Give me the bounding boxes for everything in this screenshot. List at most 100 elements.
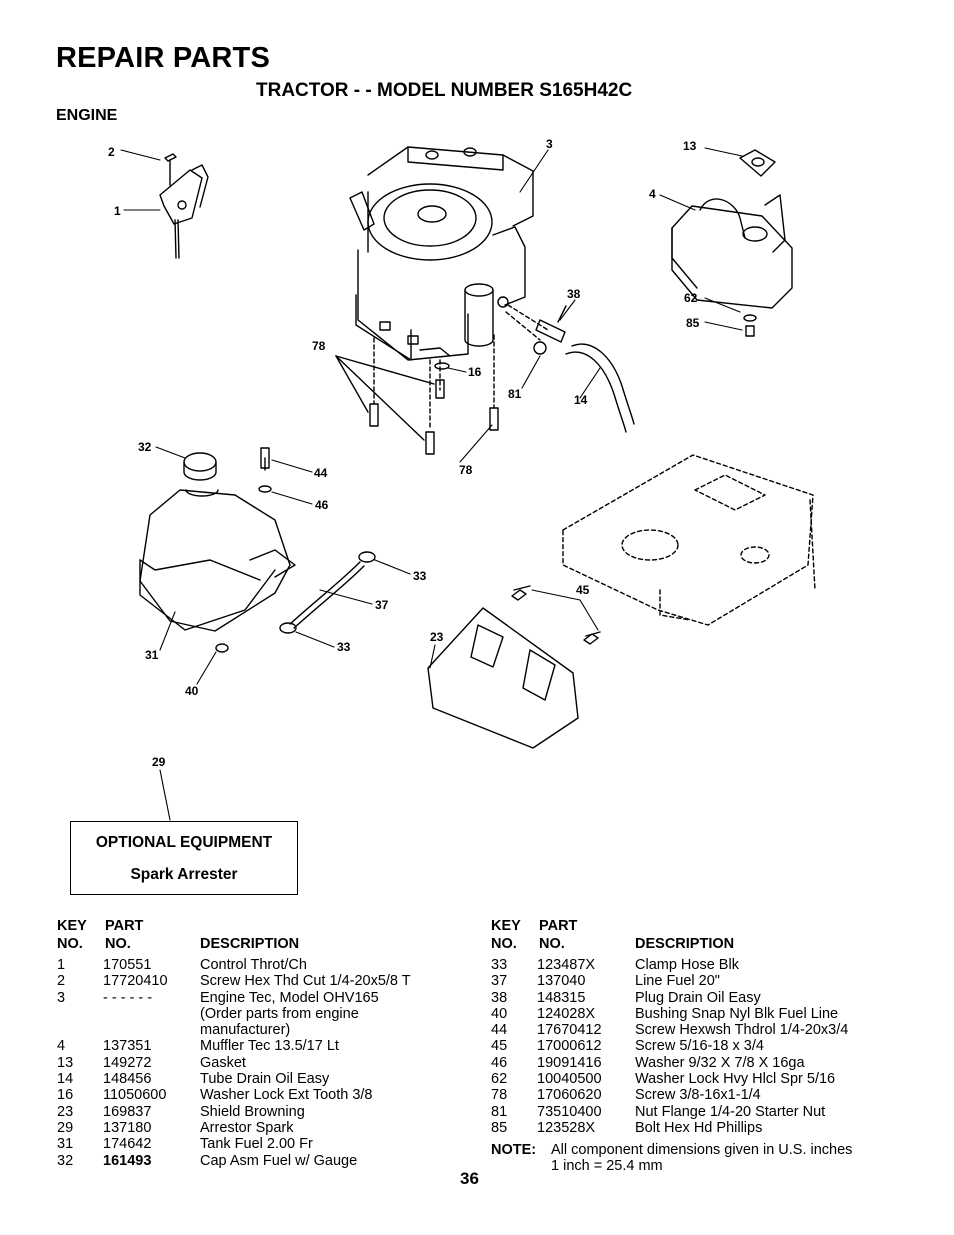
part-key: 45 [491, 1038, 508, 1055]
fuel-tank-drawing [139, 447, 296, 653]
table-row: 4 137351 Muffler Tec 13.5/17 Lt [57, 1038, 457, 1054]
part-number: 124028X [537, 1005, 596, 1022]
table-row: 3- - - - - -Engine Tec, Model OHV165 (Or… [57, 990, 457, 1039]
part-description: Shield Browning [200, 1103, 305, 1120]
part-key: 37 [491, 973, 508, 990]
callout-85: 85 [686, 316, 700, 330]
part-number: 174642 [103, 1136, 152, 1153]
part-description: Plug Drain Oil Easy [635, 989, 761, 1006]
table-row: 37 137040 Line Fuel 20" [491, 973, 911, 989]
oil-drain-drawing [505, 304, 635, 433]
part-description: Washer Lock Ext Tooth 3/8 [200, 1087, 373, 1104]
callout-38: 38 [567, 287, 581, 301]
part-number: 11050600 [103, 1087, 167, 1104]
callout-78-top: 78 [312, 339, 326, 353]
table-row: 23 169837 Shield Browning [57, 1104, 457, 1120]
part-description: Arrestor Spark [200, 1119, 294, 1136]
part-number: 149272 [103, 1054, 152, 1071]
callout-62: 62 [684, 291, 698, 305]
engine-parts-diagram: 2 1 3 13 4 38 62 85 78 16 81 14 32 44 46… [108, 137, 816, 821]
table-row: 45 17000612 Screw 5/16-18 x 3/4 [491, 1038, 911, 1054]
parts-table-header: KEY NO. PART NO. DESCRIPTION [491, 918, 911, 952]
header-key: KEY [491, 918, 521, 934]
part-description: Line Fuel 20" [635, 973, 720, 990]
part-number: 17060620 [537, 1087, 602, 1104]
part-key: 16 [57, 1087, 74, 1104]
part-description: Screw 3/8-16x1-1/4 [635, 1087, 761, 1104]
part-description: Engine Tec, Model OHV165 (Order parts fr… [200, 989, 379, 1039]
throttle-control-drawing [159, 153, 209, 259]
part-number: 137040 [537, 973, 586, 990]
callout-32: 32 [138, 440, 152, 454]
part-key: 4 [57, 1038, 66, 1055]
header-part: PART [105, 918, 144, 934]
table-row: 78 17060620 Screw 3/8-16x1-1/4 [491, 1087, 911, 1103]
part-key: 62 [491, 1071, 508, 1088]
part-key: 1 [57, 957, 66, 973]
callout-29: 29 [152, 755, 166, 769]
parts-rows: 33 123487X Clamp Hose Blk 37 137040 Line Fuel… [491, 957, 911, 1136]
part-description: Screw 5/16-18 x 3/4 [635, 1038, 764, 1055]
part-key: 14 [57, 1071, 74, 1088]
part-number: 123487X [537, 957, 596, 973]
part-key: 78 [491, 1087, 508, 1104]
part-number: 170551 [103, 957, 152, 973]
part-key: 81 [491, 1103, 508, 1120]
parts-table-header: KEY NO. PART NO. DESCRIPTION [57, 918, 457, 952]
part-number: 169837 [103, 1103, 152, 1120]
part-key: 40 [491, 1005, 508, 1022]
callout-33-bottom: 33 [337, 640, 351, 654]
section-heading: ENGINE [56, 107, 118, 124]
callout-78-bottom: 78 [459, 463, 473, 477]
part-description: Gasket [200, 1054, 246, 1071]
header-key: KEY [57, 918, 87, 934]
engine-mount-bolts-drawing [335, 334, 499, 455]
callout-3: 3 [546, 137, 553, 151]
part-description: Muffler Tec 13.5/17 Lt [200, 1038, 339, 1055]
callout-16: 16 [468, 365, 482, 379]
callout-31: 31 [145, 648, 159, 662]
part-key: 23 [57, 1103, 74, 1120]
callout-2: 2 [108, 145, 115, 159]
callout-37: 37 [375, 598, 389, 612]
part-number: 137351 [103, 1038, 152, 1055]
part-number: 19091416 [537, 1054, 602, 1071]
muffler-drawing [671, 149, 793, 337]
callout-33-top: 33 [413, 569, 427, 583]
part-number: 137180 [103, 1119, 152, 1136]
part-description: Washer Lock Hvy Hlcl Spr 5/16 [635, 1071, 836, 1088]
part-description: Tank Fuel 2.00 Fr [200, 1136, 313, 1153]
fuel-line-drawing [279, 551, 376, 634]
part-description: Washer 9/32 X 7/8 X 16ga [635, 1054, 805, 1071]
part-key: 33 [491, 957, 508, 973]
part-key: 32 [57, 1152, 74, 1169]
part-key: 2 [57, 973, 66, 990]
part-description: Bolt Hex Hd Phillips [635, 1119, 763, 1136]
part-description: Bushing Snap Nyl Blk Fuel Line [635, 1005, 839, 1022]
part-key: 38 [491, 989, 508, 1006]
header-key-no: NO. [491, 936, 517, 952]
part-key: 31 [57, 1136, 74, 1153]
callout-23: 23 [430, 630, 444, 644]
engine-drawing [349, 146, 534, 361]
part-key: 85 [491, 1119, 508, 1136]
part-description: Clamp Hose Blk [635, 957, 739, 973]
callout-40: 40 [185, 684, 199, 698]
part-number: 73510400 [537, 1103, 602, 1120]
part-number: 148456 [103, 1071, 152, 1088]
table-row: 16 11050600 Washer Lock Ext Tooth 3/8 [57, 1087, 457, 1103]
callout-46: 46 [315, 498, 329, 512]
optional-equipment-heading: OPTIONAL EQUIPMENT [95, 834, 273, 851]
part-number: 17000612 [537, 1038, 602, 1055]
